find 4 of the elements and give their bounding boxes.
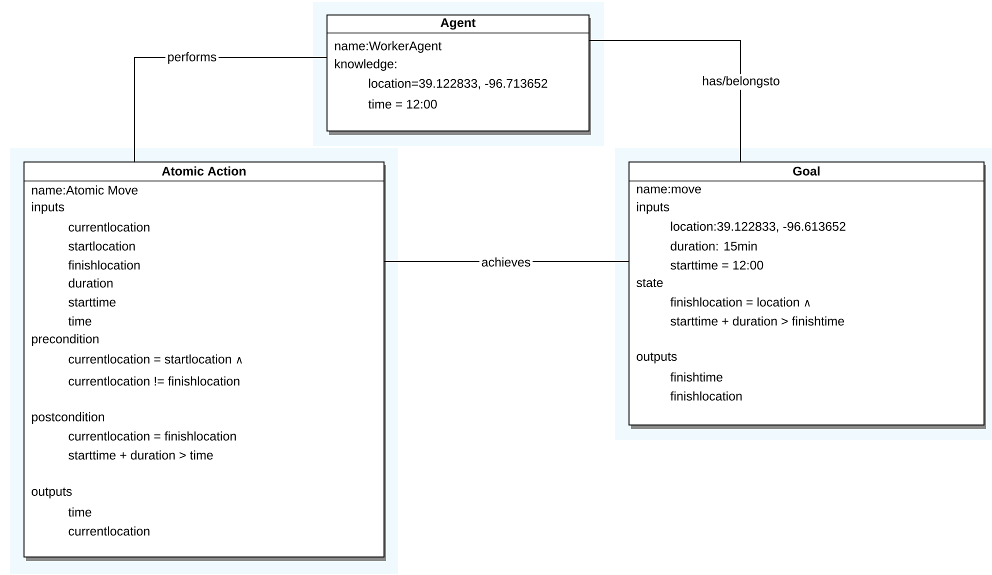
connector-line: [589, 40, 741, 162]
edge-label: achieves: [479, 255, 533, 269]
edge-label: performs: [165, 50, 219, 66]
edge-label: has/belongsto: [700, 74, 782, 90]
